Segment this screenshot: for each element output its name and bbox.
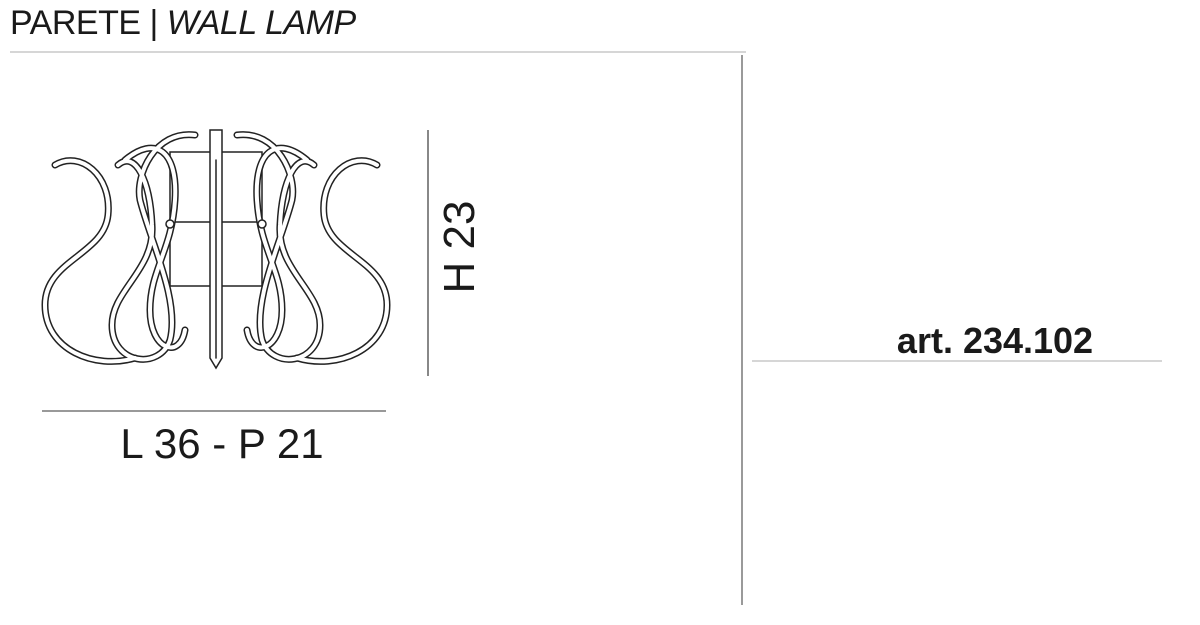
page-title: PARETE | WALL LAMP [10,4,356,43]
category-en: WALL LAMP [166,4,356,42]
lamp-arms [41,135,199,362]
article-divider [752,360,1162,362]
title-divider [10,51,746,53]
height-dimension-line [427,130,429,376]
height-dimension-label: H 23 [435,200,484,294]
lamp-joints [165,219,267,229]
lamp-central-rod [209,129,223,370]
category-it: PARETE [10,4,141,42]
article-code: art. 234.102 [896,320,1094,361]
width-dimension-line [42,410,386,412]
title-separator: | [149,4,158,42]
column-divider [741,55,743,605]
wall-lamp-drawing [41,129,420,370]
lamp-arms-mirrored [237,135,387,362]
width-depth-dimension-label: L 36 - P 21 [120,420,324,467]
